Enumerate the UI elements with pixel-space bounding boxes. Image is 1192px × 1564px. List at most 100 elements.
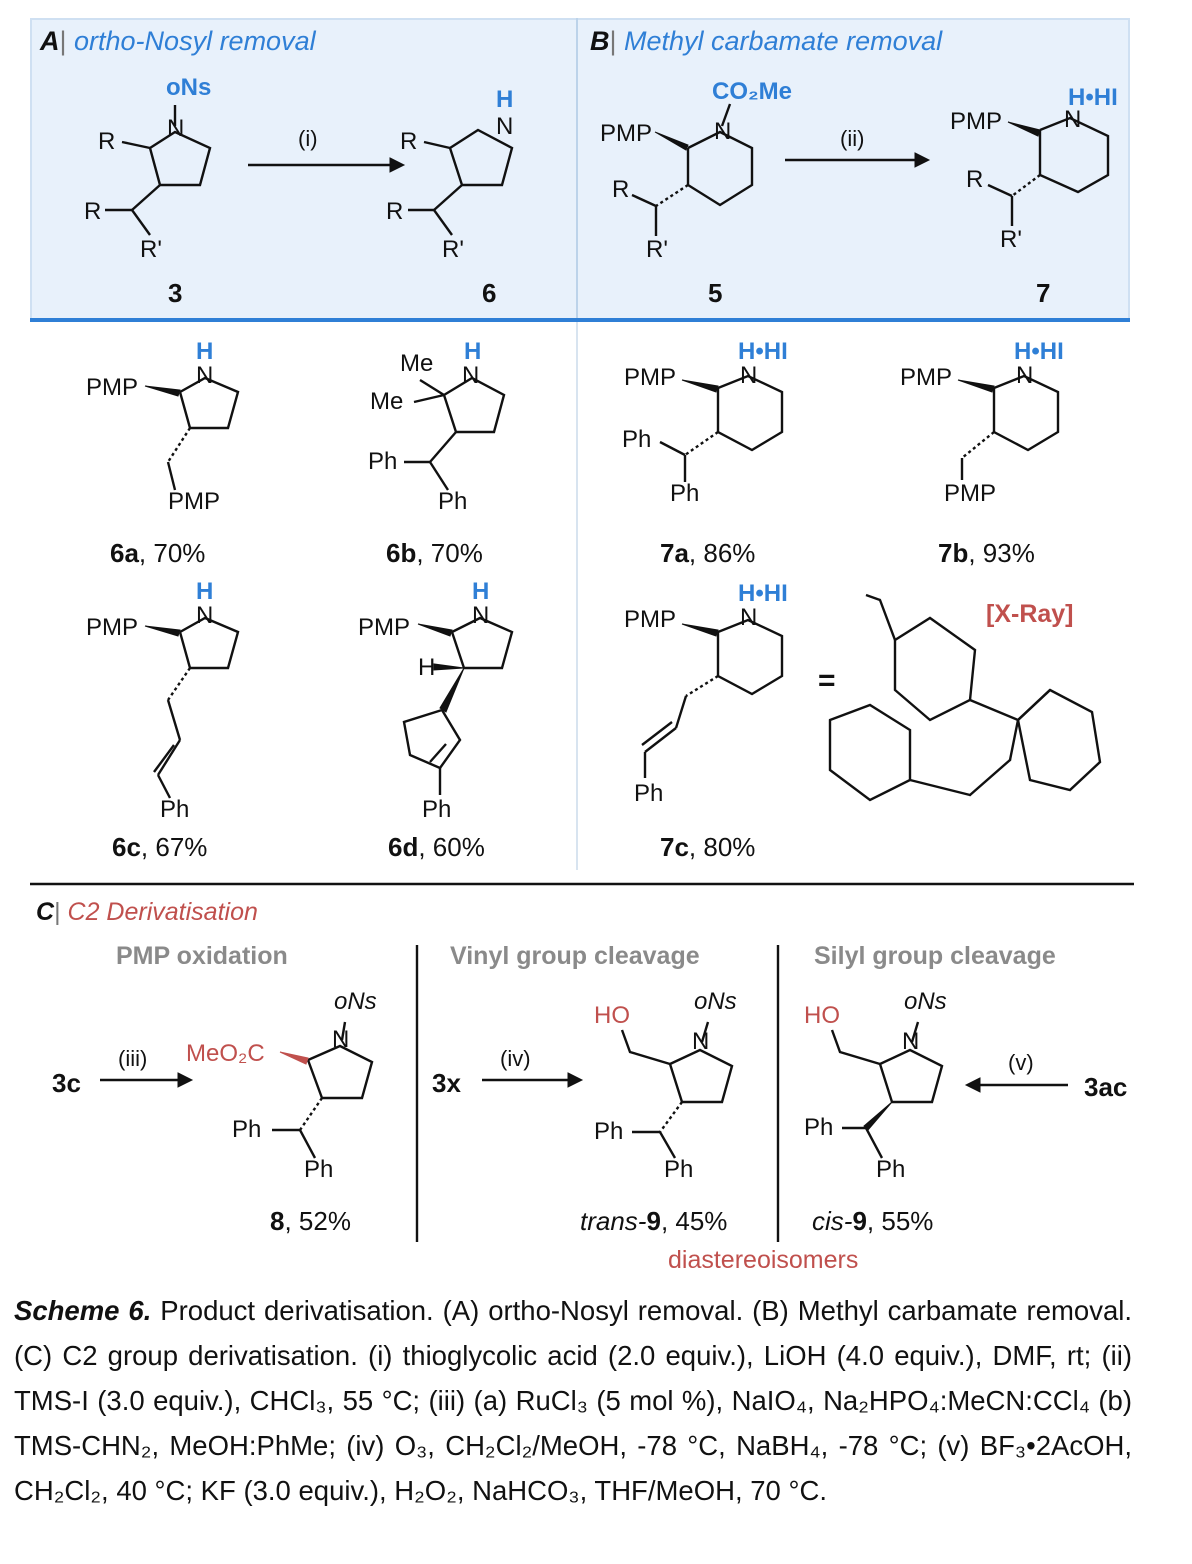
- 7a-ph1: Ph: [622, 426, 652, 453]
- product-cis9-label: cis-9, 55%: [812, 1206, 934, 1236]
- b-7-rprime: R': [1000, 226, 1022, 253]
- 7b-hhi: H•HI: [1014, 338, 1064, 365]
- a-6-r1: R: [400, 128, 418, 155]
- compound-5-label: 5: [708, 278, 723, 308]
- product-7c-label: 7c, 80%: [660, 832, 756, 862]
- compound-6-label: 6: [482, 278, 497, 308]
- panel-a-letter: A: [40, 26, 60, 56]
- start-3c: 3c: [52, 1068, 81, 1098]
- a-3-n: N: [167, 115, 185, 142]
- xray-model: [828, 598, 1102, 802]
- step-i-label: (i): [298, 126, 318, 151]
- panel-c-header: C| C2 Derivatisation: [36, 898, 258, 926]
- a-6-r2: R: [386, 198, 404, 225]
- ring-3: [148, 130, 212, 187]
- b-7-hhi: H•HI: [1068, 84, 1118, 111]
- 6b-ph2: Ph: [438, 488, 468, 515]
- 7c-hhi: H•HI: [738, 580, 788, 607]
- caption-lead: Scheme 6.: [14, 1295, 152, 1326]
- a-6-rprime: R': [442, 236, 464, 263]
- b-5-rprime: R': [646, 236, 668, 263]
- diastereoisomers-label: diastereoisomers: [668, 1246, 859, 1274]
- product-6a-label: 6a, 70%: [110, 538, 206, 568]
- a-3-r2: R: [84, 198, 102, 225]
- xray-equals: =: [818, 664, 836, 697]
- 6a-h: H: [196, 338, 214, 365]
- 7c-n: N: [740, 604, 758, 631]
- 6b-me1: Me: [400, 350, 434, 377]
- b-7-n: N: [1064, 106, 1082, 133]
- 7b-n: N: [1016, 362, 1034, 389]
- 6d-n: N: [472, 602, 490, 629]
- light-vertical-divider: [576, 322, 578, 870]
- panel-c-letter: C: [36, 898, 55, 926]
- product-7a-label: 7a, 86%: [660, 538, 756, 568]
- compound-3-label: 3: [168, 278, 183, 308]
- section-pmp-oxidation: PMP oxidation: [116, 942, 288, 970]
- b-5-r: R: [612, 176, 630, 203]
- t9-ho: HO: [594, 1002, 630, 1029]
- b-5-n: N: [714, 118, 732, 145]
- step-ii-label: (ii): [840, 126, 865, 151]
- b-5-pmp: PMP: [600, 120, 653, 147]
- a-ons-label: oNs: [166, 74, 212, 101]
- c8-ph1: Ph: [232, 1116, 262, 1143]
- caption-text: Product derivatisation. (A) ortho-Nosyl …: [14, 1295, 1132, 1506]
- b-co2me-label: CO₂Me: [712, 78, 793, 105]
- 7c-ph: Ph: [634, 780, 664, 807]
- t9-ons: oNs: [694, 988, 737, 1015]
- header-box-bg: [30, 18, 1130, 320]
- 7b-pmp: PMP: [900, 364, 953, 391]
- a-3-r1: R: [98, 128, 116, 155]
- 7a-n: N: [740, 362, 758, 389]
- blue-divider: [30, 318, 1130, 322]
- panel-c-title: C2 Derivatisation: [67, 898, 258, 926]
- 7b-pmp2: PMP: [944, 480, 997, 507]
- panel-a-header: A| ortho-Nosyl removal: [40, 26, 316, 56]
- 6a-pmp2: PMP: [168, 488, 221, 515]
- 7a-hhi: H•HI: [738, 338, 788, 365]
- 6b-n: N: [462, 362, 480, 389]
- product-6c-label: 6c, 67%: [112, 832, 208, 862]
- 6b-me2: Me: [370, 388, 404, 415]
- 7a-pmp: PMP: [624, 364, 677, 391]
- panel-b-title: Methyl carbamate removal: [624, 26, 943, 56]
- xray-label: [X-Ray]: [986, 600, 1074, 628]
- c8-meo2c: MeO₂C: [186, 1040, 265, 1067]
- product-6b-label: 6b, 70%: [386, 538, 483, 568]
- c9-ons: oNs: [904, 988, 947, 1015]
- panel-b-header: B| Methyl carbamate removal: [590, 26, 943, 56]
- 6c-ph: Ph: [160, 796, 190, 823]
- 6a-pmp: PMP: [86, 374, 139, 401]
- c9-ho: HO: [804, 1002, 840, 1029]
- step-v-label: (v): [1008, 1050, 1034, 1075]
- product-7b-label: 7b, 93%: [938, 538, 1035, 568]
- c8-ons: oNs: [334, 988, 377, 1015]
- 6a-n: N: [196, 362, 214, 389]
- c8-ph2: Ph: [304, 1156, 334, 1183]
- 7a-ph2: Ph: [670, 480, 700, 507]
- 6b-h: H: [464, 338, 482, 365]
- t9-ph2: Ph: [664, 1156, 694, 1183]
- step-iv-label: (iv): [500, 1046, 531, 1071]
- product-8-label: 8, 52%: [270, 1206, 351, 1236]
- 7c-pmp: PMP: [624, 606, 677, 633]
- compound-7-label: 7: [1036, 278, 1051, 308]
- section-silyl-cleavage: Silyl group cleavage: [814, 942, 1056, 970]
- 6c-pmp: PMP: [86, 614, 139, 641]
- 6d-h: H: [472, 578, 490, 605]
- start-3x: 3x: [432, 1068, 461, 1098]
- a-6-n: N: [496, 113, 514, 140]
- c8-n: N: [332, 1026, 350, 1053]
- c9-n: N: [902, 1028, 920, 1055]
- product-trans9-label: trans-9, 45%: [580, 1206, 728, 1236]
- t9-n: N: [692, 1028, 710, 1055]
- panel-b-letter: B: [590, 26, 610, 56]
- 6b-ph1: Ph: [368, 448, 398, 475]
- a-3-rprime: R': [140, 236, 162, 263]
- c9-ph2: Ph: [876, 1156, 906, 1183]
- product-6d-label: 6d, 60%: [388, 832, 485, 862]
- start-3ac: 3ac: [1084, 1072, 1128, 1102]
- b-7-pmp: PMP: [950, 108, 1003, 135]
- 6d-ph: Ph: [422, 796, 452, 823]
